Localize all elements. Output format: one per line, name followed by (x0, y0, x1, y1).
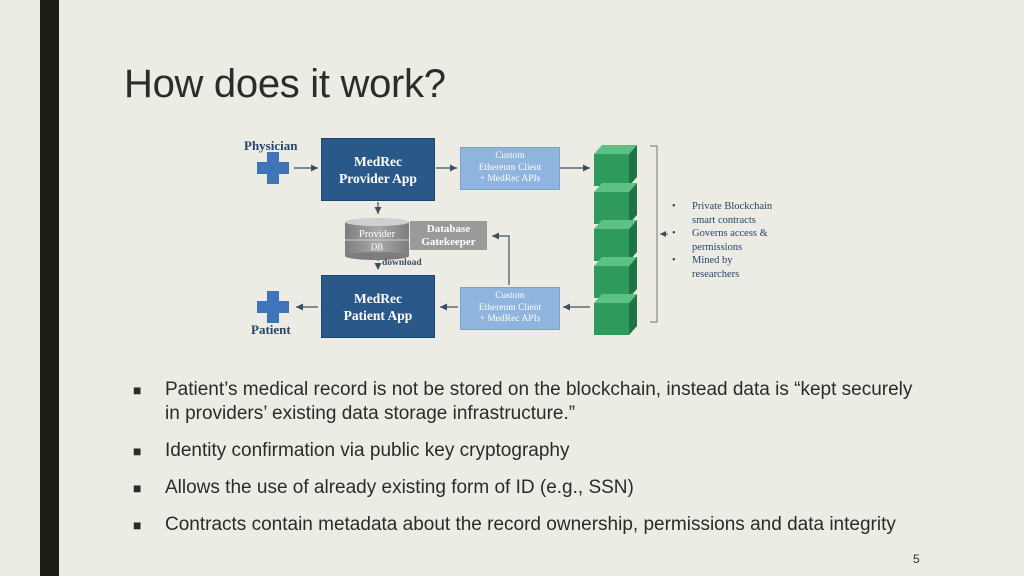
ethereum-client-bottom-box: Custom Ethereum Client + MedRec APIs (460, 287, 560, 330)
download-label: download (382, 258, 422, 268)
note-3-line-1: Mined by (692, 255, 733, 266)
block-5 (594, 294, 637, 335)
provider-db-line-2: DB (370, 242, 384, 252)
bullet-text: Contracts contain metadata about the rec… (165, 514, 896, 535)
provider-db-label: Provider DB (345, 229, 409, 253)
client-to-gatekeeper-arrow (492, 232, 510, 285)
note-1-line-2: smart contracts (692, 214, 756, 226)
bullet-marker: ■ (133, 382, 142, 398)
left-accent-bar (40, 0, 59, 576)
provider-app-line-1: MedRec (354, 153, 402, 169)
gatekeeper-line-2: Gatekeeper (421, 235, 476, 248)
patient-app-line-2: Patient App (343, 307, 413, 323)
bullet-item: ■ Identity confirmation via public key c… (133, 439, 913, 463)
note-3-line-2: researchers (692, 268, 740, 280)
physician-label: Physician (244, 138, 298, 153)
bullet-text: Identity confirmation via public key cry… (165, 440, 570, 461)
gatekeeper-line-1: Database (426, 222, 471, 235)
medrec-provider-app-box: MedRec Provider App (321, 138, 435, 201)
provider-app-line-2: Provider App (339, 170, 417, 186)
client-bottom-line-2: Ethereum Client (478, 302, 542, 313)
page-number: 5 (913, 552, 920, 566)
block-1 (594, 145, 637, 186)
bullet-item: ■ Patient’s medical record is not be sto… (133, 378, 913, 426)
note-2-line-1: Governs access & (692, 228, 768, 239)
bullet-list: ■ Patient’s medical record is not be sto… (133, 378, 913, 550)
note-1-line-1: Private Blockchain (692, 201, 773, 212)
physician-cross-icon (257, 152, 289, 184)
block-4 (594, 257, 637, 298)
database-gatekeeper-box: Database Gatekeeper (410, 221, 487, 250)
patient-cross-icon (257, 291, 289, 323)
ethereum-client-top-box: Custom Ethereum Client + MedRec APIs (460, 147, 560, 190)
bullet-text: Allows the use of already existing form … (165, 477, 634, 498)
medrec-patient-app-box: MedRec Patient App (321, 275, 435, 338)
blockchain-blocks (594, 145, 637, 335)
patient-label: Patient (251, 322, 291, 337)
note-item: •Governs access &permissions (672, 228, 768, 253)
client-top-line-2: Ethereum Client (478, 162, 542, 173)
bullet-text: Patient’s medical record is not be store… (165, 379, 913, 424)
block-3 (594, 220, 637, 261)
blockchain-bracket (650, 145, 658, 323)
note-2-line-2: permissions (692, 241, 743, 253)
client-top-line-3: + MedRec APIs (479, 174, 541, 185)
bullet-marker: ■ (133, 443, 142, 459)
block-2 (594, 183, 637, 224)
bullet-item: ■ Allows the use of already existing for… (133, 476, 913, 500)
client-top-line-1: Custom (495, 151, 525, 162)
bullet-marker: ■ (133, 480, 142, 496)
provider-db-cylinder (345, 218, 409, 260)
bullet-item: ■ Contracts contain metadata about the r… (133, 513, 913, 537)
client-bottom-line-3: + MedRec APIs (479, 314, 541, 325)
slide-title: How does it work? (124, 62, 446, 106)
bullet-marker: ■ (133, 517, 142, 533)
provider-db-line-1: Provider (358, 229, 396, 240)
patient-app-line-1: MedRec (354, 290, 402, 306)
client-bottom-line-1: Custom (495, 291, 525, 302)
